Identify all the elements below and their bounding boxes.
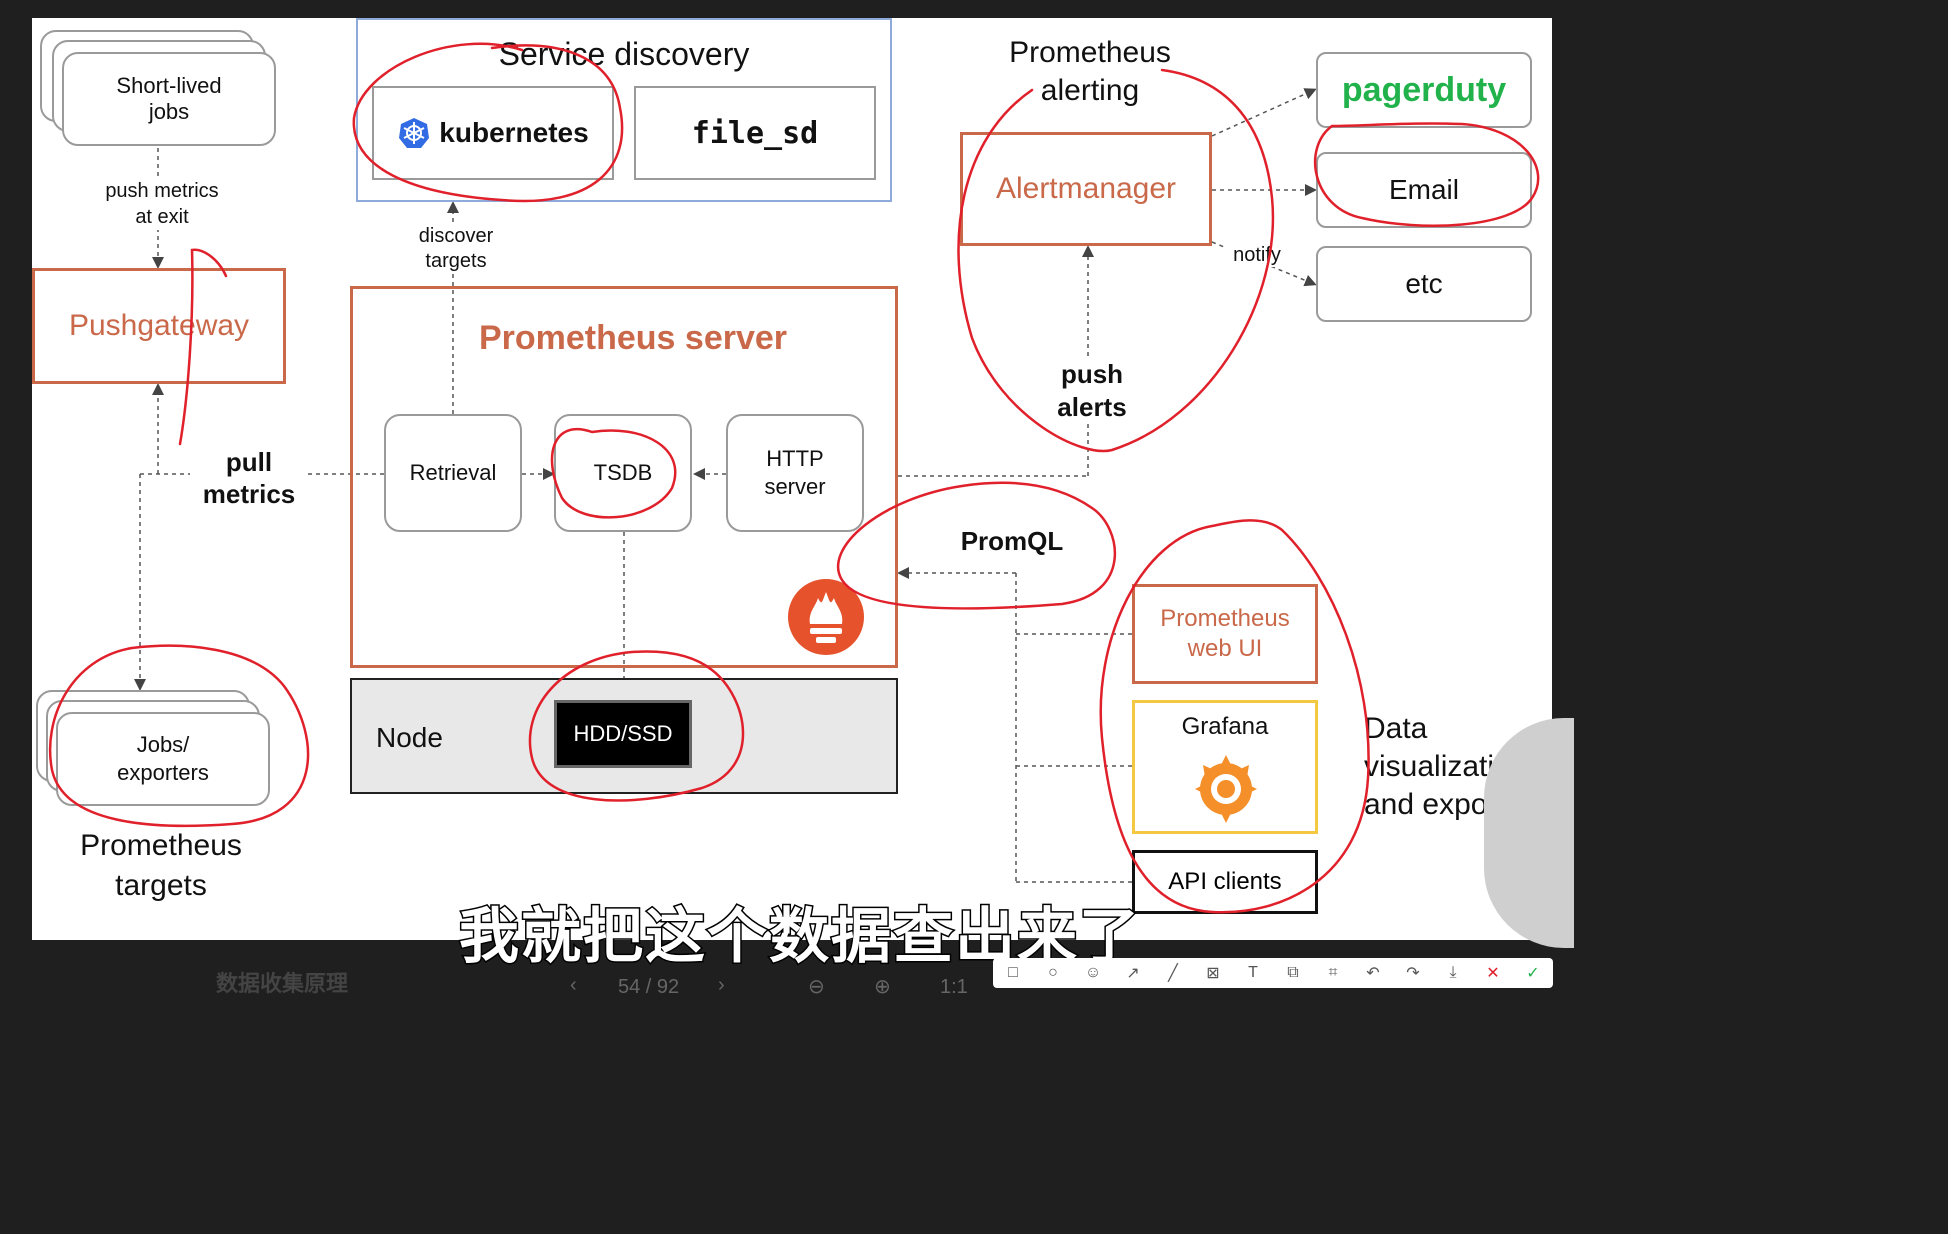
push-alerts-label: push alerts: [1042, 358, 1142, 424]
annotation-circle-visualization: [1099, 519, 1370, 914]
service-discovery-group: Service discovery: [356, 18, 892, 202]
confirm-icon[interactable]: ✓: [1526, 965, 1540, 982]
prometheus-server-box: Prometheus server: [350, 286, 898, 668]
kubernetes-box: kubernetes: [372, 86, 614, 180]
zoom-level: 1:1: [940, 976, 968, 998]
pin-tool-icon[interactable]: ⧉: [1287, 964, 1299, 981]
crop-tool-icon[interactable]: ⌗: [1328, 964, 1338, 981]
prometheus-logo-icon: [788, 579, 864, 655]
page-title: 数据收集原理: [216, 971, 349, 996]
text-tool-icon[interactable]: T: [1248, 964, 1258, 981]
emoji-tool-icon[interactable]: ☺: [1084, 964, 1102, 981]
ellipse-tool-icon[interactable]: ○: [1048, 964, 1058, 981]
file-sd-label: file_sd: [691, 115, 819, 151]
annotation-circle-jobs: [48, 644, 310, 828]
close-icon[interactable]: ✕: [1486, 965, 1500, 982]
annotation-circle-kubernetes: [352, 42, 624, 203]
grafana-box: Grafana: [1132, 700, 1318, 834]
pushgateway-box: Pushgateway: [32, 268, 286, 384]
pagerduty-box: pagerduty: [1316, 52, 1532, 128]
service-discovery-title: Service discovery: [498, 36, 750, 72]
retrieval-box: Retrieval: [384, 414, 522, 532]
prometheus-alerting-label: Prometheus alerting: [1009, 36, 1171, 107]
rectangle-tool-icon[interactable]: □: [1008, 964, 1018, 981]
etc-box: etc: [1316, 246, 1532, 322]
zoom-out-icon[interactable]: ⊖: [808, 976, 825, 998]
annotation-circle-tsdb: [550, 428, 677, 519]
annotation-layer: [48, 42, 1540, 914]
mosaic-tool-icon[interactable]: ⊠: [1206, 965, 1220, 982]
share-icon[interactable]: ↷: [1406, 965, 1420, 982]
promql-label: PromQL: [952, 526, 1072, 557]
short-lived-jobs-box: Short-lived jobs: [62, 52, 276, 146]
page-next-icon[interactable]: ›: [718, 974, 725, 996]
pen-tool-icon[interactable]: ╱: [1168, 965, 1178, 982]
prometheus-targets-label: Prometheus targets: [80, 829, 242, 902]
pagerduty-label: pagerduty: [1341, 70, 1507, 109]
page-number: 54 / 92: [618, 976, 680, 998]
annotation-toolbar: □ ○ ☺ ↗ ╱ ⊠ T ⧉ ⌗ ↶ ↷ ⤓ ✕ ✓: [993, 958, 1553, 988]
annotation-circle-alertmanager: [957, 68, 1275, 453]
discover-targets-label: discover targets: [396, 224, 516, 274]
prometheus-web-ui-box: Prometheus web UI: [1132, 584, 1318, 684]
annotation-circle-promql: [836, 481, 1117, 610]
slide: Service discovery kubernetes file_sd Sho…: [32, 18, 1574, 948]
kubernetes-label: kubernetes: [439, 117, 589, 148]
node-label: Node: [376, 722, 443, 753]
download-icon[interactable]: ⤓: [1449, 964, 1457, 981]
speaker-video-overlay: [1484, 718, 1574, 948]
grafana-label: Grafana: [1181, 713, 1269, 740]
undo-icon[interactable]: ↶: [1366, 965, 1380, 982]
prometheus-server-title: Prometheus server: [478, 319, 788, 357]
annotation-circle-email: [1313, 122, 1540, 227]
hdd-ssd-box: HDD/SSD: [554, 700, 692, 768]
grafana-logo-icon: [1195, 755, 1257, 823]
http-server-box: HTTP server: [726, 414, 864, 532]
pull-metrics-label: pull metrics: [190, 446, 308, 510]
page-prev-icon[interactable]: ‹: [570, 974, 577, 996]
push-metrics-label: push metrics at exit: [82, 178, 242, 230]
annotation-circle-hdd: [528, 650, 745, 802]
kubernetes-icon: [399, 118, 430, 148]
file-sd-box: file_sd: [634, 86, 876, 180]
zoom-in-icon[interactable]: ⊕: [874, 976, 891, 998]
arrow-tool-icon[interactable]: ↗: [1126, 965, 1140, 982]
alertmanager-box: Alertmanager: [960, 132, 1212, 246]
annotation-arrow-pushgateway: [178, 248, 228, 446]
tsdb-box: TSDB: [554, 414, 692, 532]
jobs-exporters-box: Jobs/ exporters: [56, 712, 270, 806]
